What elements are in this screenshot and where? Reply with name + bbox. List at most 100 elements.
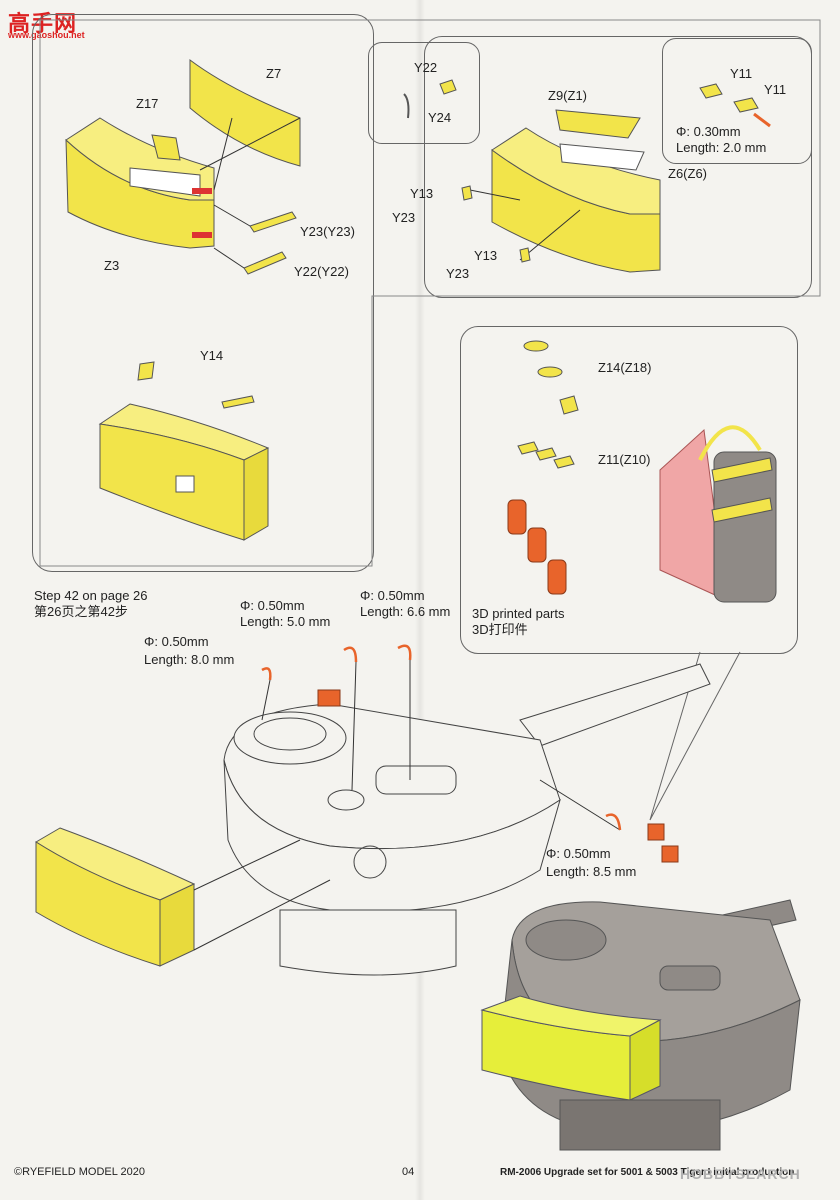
wire-4-length: Length: 8.5 mm	[546, 864, 637, 879]
printed-part-turret-a	[317, 689, 341, 707]
z6-bin-top	[491, 127, 661, 215]
label-y11-b: Y11	[764, 82, 787, 97]
y23-arrow	[213, 204, 251, 227]
label-y13-a: Y13	[410, 186, 434, 201]
page-fold-shadow	[415, 0, 425, 1200]
panel-y22-inset	[368, 42, 480, 144]
wire-1	[261, 667, 272, 681]
z14-part-b	[537, 366, 563, 378]
z6-bin-assembly	[403, 79, 771, 273]
yellow-clip-b	[711, 497, 773, 523]
panel-top-right	[424, 36, 812, 298]
label-printed-en: 3D printed parts	[472, 606, 565, 621]
label-z14: Z14(Z18)	[598, 360, 652, 375]
hobbysearch-watermark: HOBBYSEARCH	[680, 1166, 801, 1182]
render-cupola	[525, 919, 607, 961]
pistol-port	[353, 845, 387, 879]
label-z6: Z6(Z6)	[668, 166, 707, 181]
label-y23-b: Y23	[446, 266, 470, 281]
z17-bracket	[151, 134, 181, 161]
yellow-handle	[698, 425, 762, 461]
label-y13-b: Y13	[474, 248, 498, 263]
wire-2	[343, 646, 358, 663]
label-y11-a: Y11	[730, 66, 753, 81]
z7-plate	[189, 59, 301, 167]
wire-2-phi: Φ: 0.50mm	[240, 598, 305, 613]
y13-part-b	[519, 247, 531, 263]
wire-4	[605, 813, 622, 831]
wire-arrow-4	[539, 779, 621, 831]
wire-3-phi: Φ: 0.50mm	[360, 588, 425, 603]
vent	[327, 789, 365, 811]
turret-render	[480, 899, 801, 1151]
y23-clip	[249, 211, 297, 233]
z14-part-c	[559, 395, 579, 415]
label-y22-left: Y22(Y22)	[294, 264, 349, 279]
z3-arrow	[213, 117, 233, 191]
printed-part-turret-b	[647, 823, 665, 841]
y13-part-a	[461, 185, 473, 201]
z3-bin-assembly	[65, 59, 301, 275]
wire-4-phi: Φ: 0.50mm	[546, 846, 611, 861]
render-hatch	[659, 965, 721, 991]
callout-pointer	[649, 651, 741, 821]
y22-clip	[243, 251, 287, 275]
render-hull	[559, 1099, 721, 1151]
y11-part-b	[733, 97, 759, 113]
printed-part-b	[527, 527, 547, 563]
y24-part	[403, 93, 410, 119]
wire-3-length: Length: 6.6 mm	[360, 604, 451, 619]
label-z11: Z11(Z10)	[598, 452, 651, 467]
label-printed-cn: 3D打印件	[472, 622, 528, 637]
step-reference-en: Step 42 on page 26	[34, 588, 148, 603]
z7-arrow	[199, 117, 301, 171]
y11-wire	[753, 112, 771, 128]
footer-page-number: 04	[402, 1166, 415, 1178]
wire-arrow-2	[351, 661, 357, 791]
label-dim-length-20: Length: 2.0 mm	[676, 140, 767, 155]
step-reference-cn: 第26页之第42步	[34, 604, 128, 619]
wire-2-length: Length: 5.0 mm	[240, 614, 331, 629]
wire-1-length: Length: 8.0 mm	[144, 652, 235, 667]
label-dim-phi-030: Φ: 0.30mm	[676, 124, 741, 139]
z9-lid	[555, 109, 641, 139]
label-z3: Z3	[104, 258, 120, 273]
turret-line-drawing	[223, 644, 711, 976]
y14-bin-side	[243, 447, 269, 541]
z14-z11-assembly	[507, 340, 777, 603]
yellow-clip-a	[711, 457, 773, 483]
z3-bin-opening	[129, 167, 201, 197]
render-bin-side	[629, 1019, 661, 1101]
loader-hatch	[375, 765, 457, 795]
label-z7: Z7	[266, 66, 282, 81]
z3-red-marker-2	[192, 232, 212, 238]
label-y23-a: Y23	[392, 210, 416, 225]
y22-part	[439, 79, 457, 95]
z11-part-c	[553, 455, 575, 469]
footer-product: RM-2006 Upgrade set for 5001 & 5003 Tige…	[500, 1167, 795, 1178]
wire-1-phi: Φ: 0.50mm	[144, 634, 209, 649]
site-logo-url: www.gaoshou.net	[8, 30, 85, 40]
footer-copyright: ©RYEFIELD MODEL 2020	[14, 1166, 145, 1178]
y11-part-a	[699, 83, 723, 99]
label-y22: Y22	[414, 60, 438, 75]
wire-3	[397, 644, 412, 661]
z6-mesh	[559, 143, 645, 171]
panel-middle-right	[460, 326, 798, 654]
grey-canister	[713, 451, 777, 603]
z6-arrow-2	[519, 209, 581, 261]
y14-clip-a	[137, 361, 155, 381]
printed-part-a	[507, 499, 527, 535]
z14-part-a	[523, 340, 549, 352]
main-bin-arrow-2	[193, 879, 331, 951]
main-bin-arrow-1	[193, 839, 301, 891]
main-bin-assembly	[35, 827, 331, 967]
z11-part-a	[517, 441, 539, 455]
turret-body	[223, 759, 561, 913]
printed-part-turret-c	[661, 845, 679, 863]
z11-part-b	[535, 447, 557, 461]
label-y24: Y24	[428, 110, 452, 125]
y14-clip-b	[221, 395, 255, 409]
commander-cupola	[233, 711, 347, 765]
